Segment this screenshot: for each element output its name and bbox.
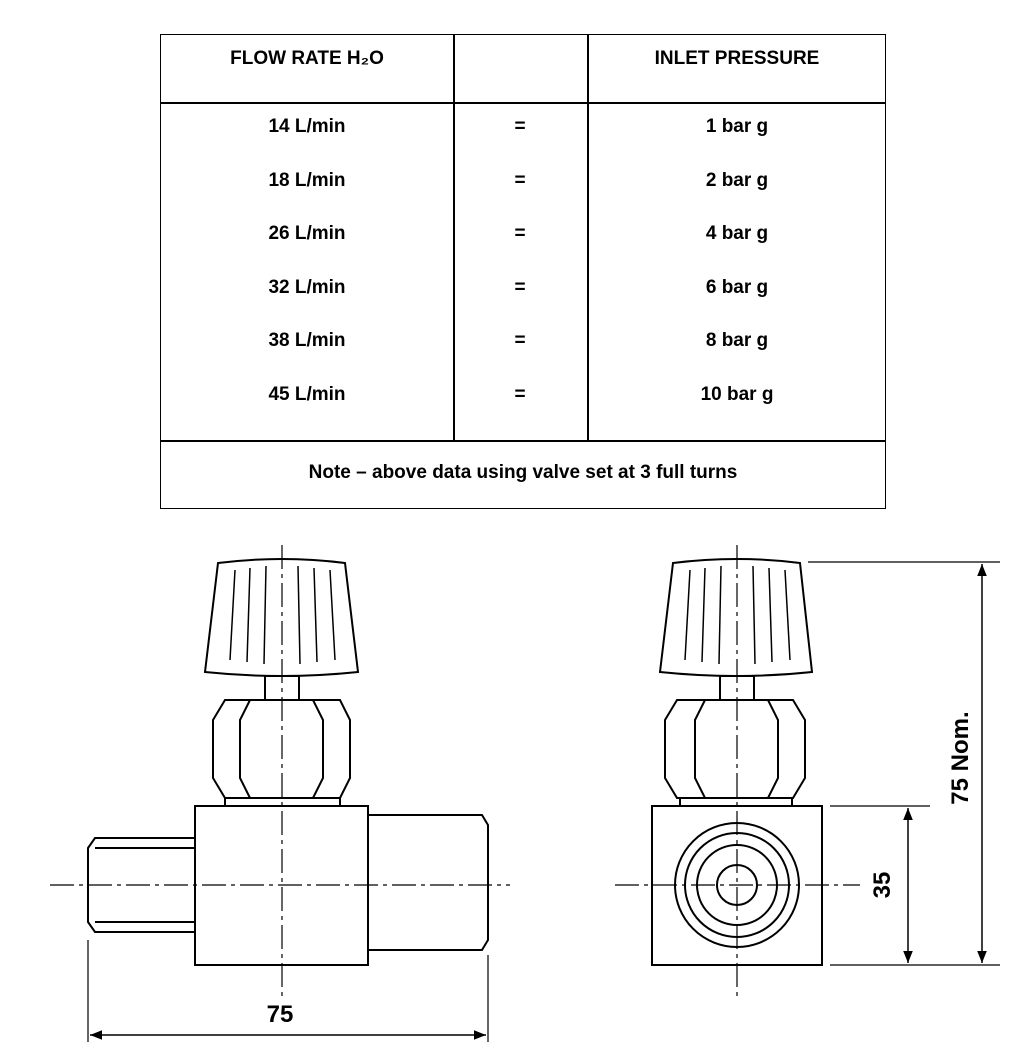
flow-cell: 32 L/min: [268, 277, 346, 298]
equals-cell: =: [514, 116, 526, 137]
pressure-cell: 4 bar g: [705, 223, 769, 244]
table-note: Note – above data using valve set at 3 f…: [308, 462, 738, 483]
equals-cell: =: [514, 330, 526, 351]
flow-cell: 38 L/min: [268, 330, 346, 351]
pressure-cell: 8 bar g: [705, 330, 769, 351]
column-divider: [453, 35, 455, 441]
inlet-height-dimension-label: 35: [869, 872, 896, 899]
flow-cell: 14 L/min: [268, 116, 346, 137]
note-divider: [161, 440, 885, 442]
front-view: [615, 545, 1000, 1000]
header-inlet-pressure: INLET PRESSURE: [654, 48, 820, 69]
flow-cell: 45 L/min: [268, 384, 346, 405]
flow-cell: 18 L/min: [268, 170, 346, 191]
equals-cell: =: [514, 170, 526, 191]
flow-rate-table: FLOW RATE H₂O INLET PRESSURE 14 L/min = …: [160, 34, 886, 509]
header-divider: [161, 102, 885, 104]
pressure-cell: 1 bar g: [705, 116, 769, 137]
equals-cell: =: [514, 223, 526, 244]
length-dimension-label: 75: [267, 1001, 294, 1028]
equals-cell: =: [514, 277, 526, 298]
pressure-cell: 2 bar g: [705, 170, 769, 191]
overall-height-dimension-label: 75 Nom.: [947, 711, 974, 804]
pressure-cell: 10 bar g: [700, 384, 774, 405]
side-view: [50, 545, 510, 1042]
header-flow-rate: FLOW RATE H₂O: [230, 48, 384, 69]
pressure-cell: 6 bar g: [705, 277, 769, 298]
column-divider: [587, 35, 589, 441]
flow-cell: 26 L/min: [268, 223, 346, 244]
equals-cell: =: [514, 384, 526, 405]
